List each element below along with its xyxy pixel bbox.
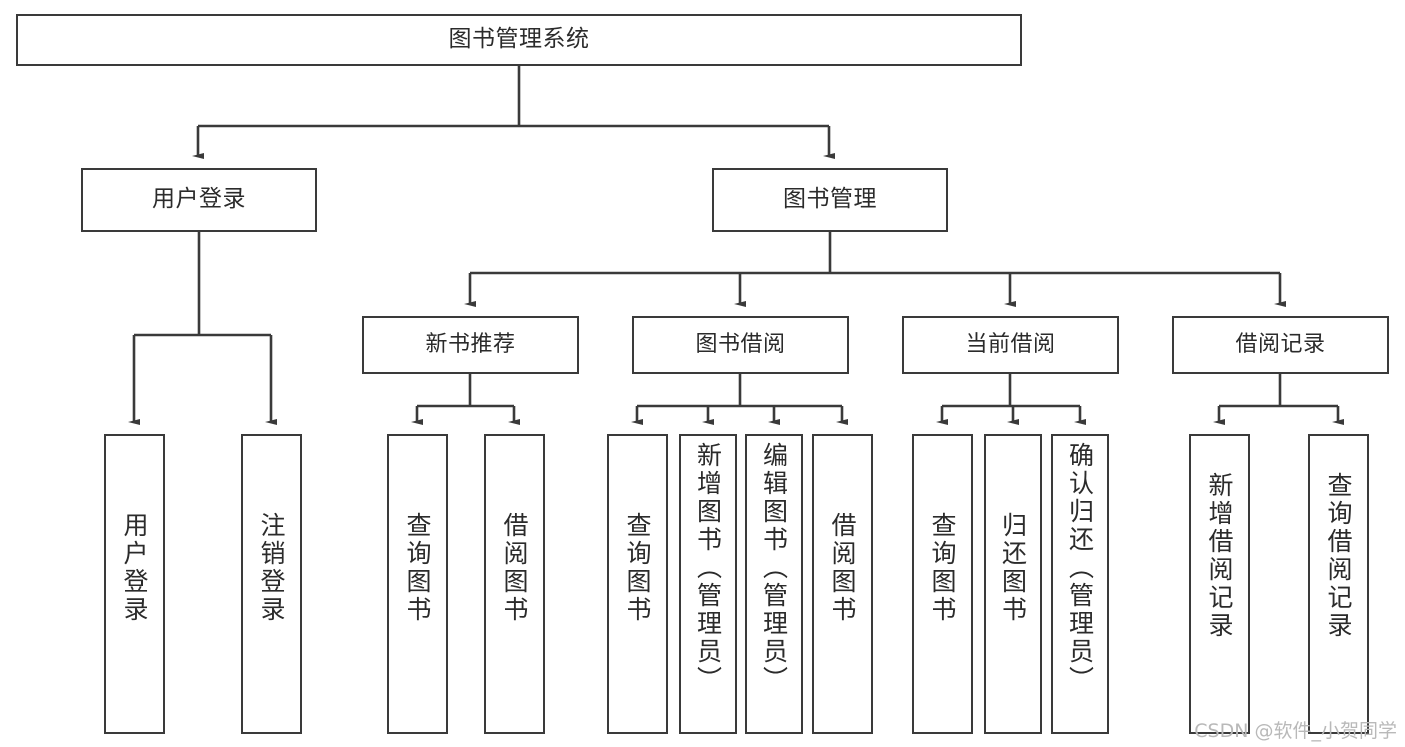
node-leaf-logout-login[interactable]: 注销登录 <box>241 434 302 734</box>
node-book-manage[interactable]: 图书管理 <box>712 168 948 232</box>
node-leaf-confirm-return-admin[interactable]: 确认归还（管理员） <box>1051 434 1109 734</box>
node-leaf-query-book-2-label: 查询图书 <box>623 512 652 624</box>
node-leaf-borrow-book-1[interactable]: 借阅图书 <box>484 434 545 734</box>
node-leaf-add-book-admin[interactable]: 新增图书（管理员） <box>679 434 737 734</box>
node-leaf-borrow-book-2[interactable]: 借阅图书 <box>812 434 873 734</box>
node-leaf-edit-book-admin[interactable]: 编辑图书（管理员） <box>745 434 803 734</box>
csdn-watermark: CSDN @软件_小贺同学 <box>1194 720 1397 742</box>
node-leaf-add-book-admin-label: 新增图书（管理员） <box>693 442 723 694</box>
node-book-manage-label: 图书管理 <box>783 186 877 213</box>
node-user-login-label: 用户登录 <box>152 186 246 213</box>
node-leaf-query-borrow-record[interactable]: 查询借阅记录 <box>1308 434 1369 734</box>
node-leaf-query-book-1[interactable]: 查询图书 <box>387 434 448 734</box>
node-leaf-user-login-label: 用户登录 <box>120 512 149 624</box>
node-leaf-edit-book-admin-label: 编辑图书（管理员） <box>759 442 789 694</box>
node-leaf-confirm-return-admin-label: 确认归还（管理员） <box>1065 442 1095 694</box>
node-user-login[interactable]: 用户登录 <box>81 168 317 232</box>
node-current-borrow[interactable]: 当前借阅 <box>902 316 1119 374</box>
node-leaf-query-borrow-record-label: 查询借阅记录 <box>1324 472 1353 640</box>
node-book-borrow[interactable]: 图书借阅 <box>632 316 849 374</box>
node-leaf-borrow-book-1-label: 借阅图书 <box>500 512 529 624</box>
node-leaf-return-book-label: 归还图书 <box>998 512 1028 624</box>
node-leaf-borrow-book-2-label: 借阅图书 <box>828 512 857 624</box>
node-leaf-add-borrow-record[interactable]: 新增借阅记录 <box>1189 434 1250 734</box>
node-leaf-add-borrow-record-label: 新增借阅记录 <box>1205 472 1234 640</box>
node-new-book-recommend[interactable]: 新书推荐 <box>362 316 579 374</box>
node-book-borrow-label: 图书借阅 <box>695 332 786 358</box>
node-borrow-record[interactable]: 借阅记录 <box>1172 316 1389 374</box>
node-leaf-query-book-1-label: 查询图书 <box>403 512 432 624</box>
node-new-book-recommend-label: 新书推荐 <box>425 332 516 358</box>
node-current-borrow-label: 当前借阅 <box>965 332 1056 358</box>
node-leaf-query-book-3[interactable]: 查询图书 <box>912 434 973 734</box>
node-root-label: 图书管理系统 <box>448 26 590 53</box>
node-leaf-logout-login-label: 注销登录 <box>257 512 286 624</box>
node-borrow-record-label: 借阅记录 <box>1235 332 1326 358</box>
node-leaf-user-login[interactable]: 用户登录 <box>104 434 165 734</box>
node-leaf-query-book-3-label: 查询图书 <box>928 512 957 624</box>
node-root[interactable]: 图书管理系统 <box>16 14 1022 66</box>
node-leaf-query-book-2[interactable]: 查询图书 <box>607 434 668 734</box>
node-leaf-return-book[interactable]: 归还图书 <box>984 434 1042 734</box>
